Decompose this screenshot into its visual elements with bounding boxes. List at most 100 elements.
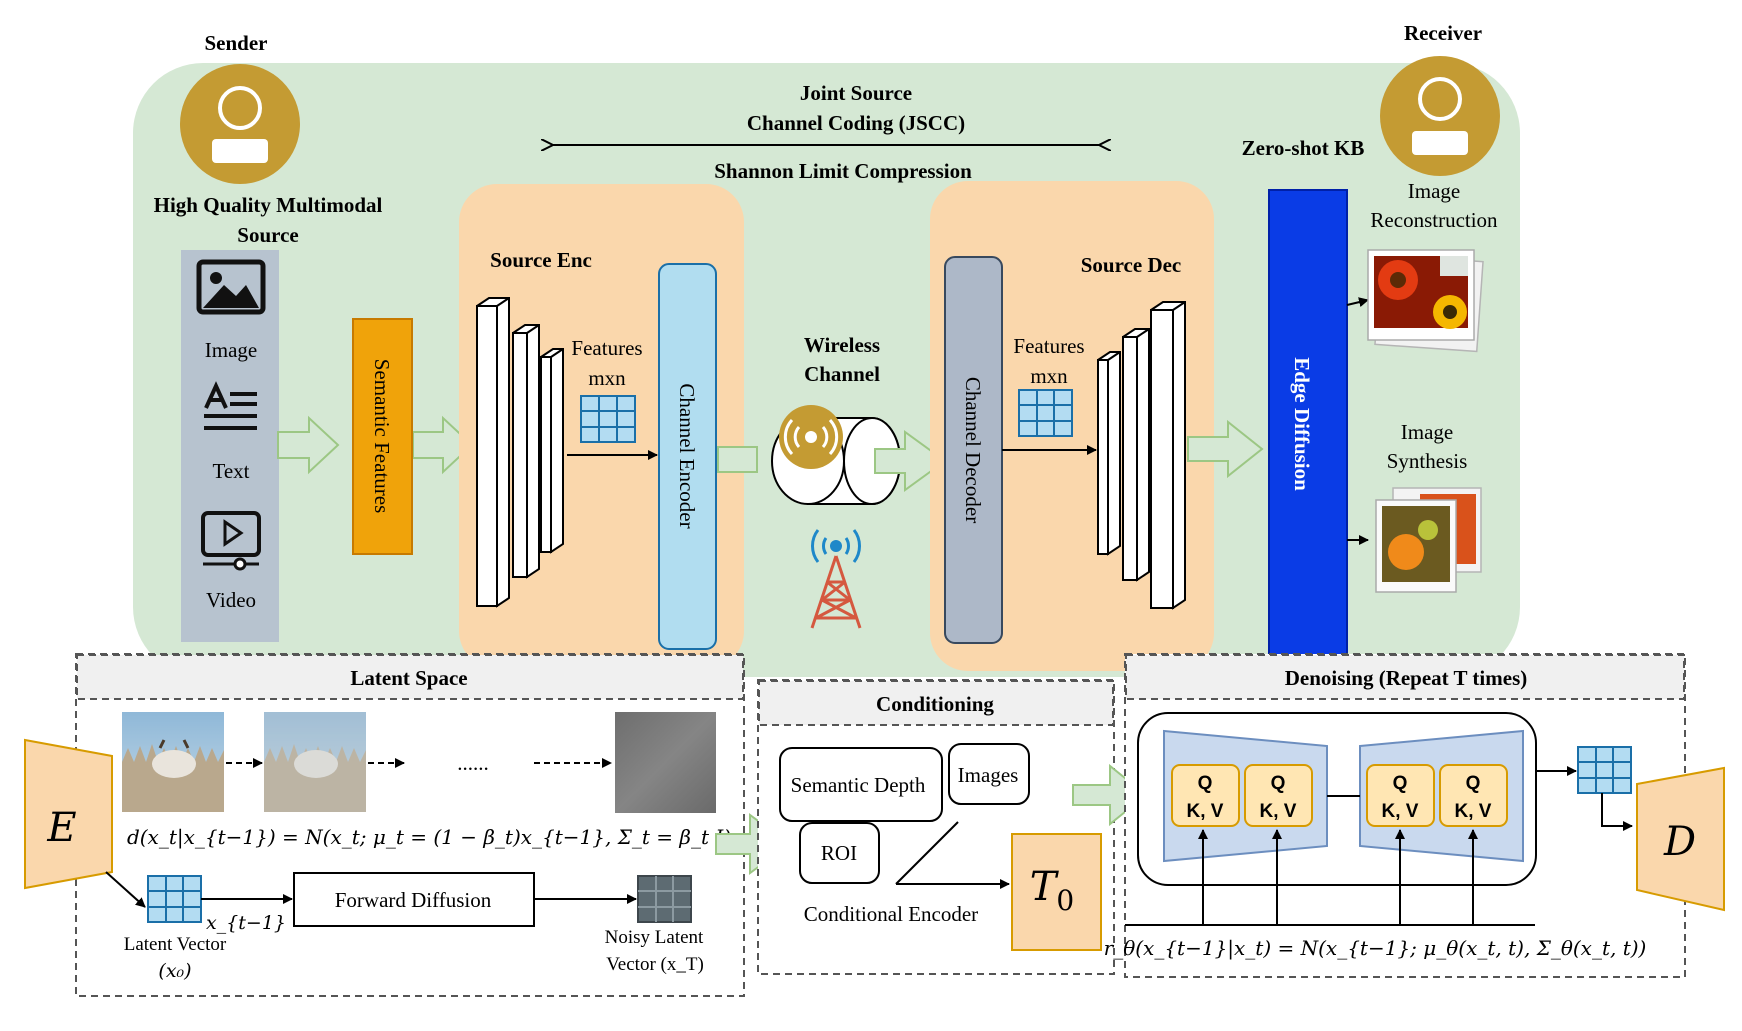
latent-vector-symbol: (x₀)	[158, 960, 191, 982]
arrow-encoder-to-channel	[717, 446, 758, 473]
attention-block-1: Q K, V	[1171, 764, 1240, 827]
source-enc-title: Source Enc	[490, 248, 592, 272]
video-label: Video	[206, 588, 256, 612]
latent-vector-grid	[147, 875, 202, 923]
semantic-depth-box	[779, 747, 943, 822]
latent-image-pure-noise	[615, 712, 716, 813]
conditioning-connector	[895, 821, 959, 885]
arrow-e-to-latent	[105, 871, 146, 908]
latent-image-slightly-noisy	[264, 712, 366, 812]
attention-block-4: Q K, V	[1439, 764, 1508, 827]
modalities-panel	[181, 250, 279, 642]
roi-box	[799, 822, 880, 884]
source-dec-title: Source Dec	[1081, 253, 1182, 277]
semantic-features-block	[352, 318, 413, 555]
t0-label: T0	[1030, 864, 1075, 917]
latent-image-clean	[122, 712, 224, 812]
denoised-latent-grid	[1577, 746, 1632, 794]
noisy-latent-label: Noisy Latent	[605, 927, 704, 948]
denoising-header	[1125, 654, 1685, 700]
arrow-decoder-to-edge	[1187, 419, 1264, 479]
attention-kv-1: K, V	[1187, 801, 1224, 822]
t0-subscript: 0	[1056, 884, 1074, 917]
conditioning-feed-lines	[1125, 829, 1535, 926]
synthesis-image-icon	[1375, 487, 1482, 593]
synth-label-line1: Image	[1401, 420, 1453, 444]
t0-block	[1011, 833, 1102, 951]
receiver-person-icon	[1380, 56, 1500, 176]
latent-vector-label: Latent Vector	[124, 934, 227, 955]
recon-label-line2: Reconstruction	[1370, 208, 1498, 232]
source-title-line1: High Quality Multimodal	[154, 193, 383, 217]
source-title-line2: Source	[237, 223, 298, 247]
reverse-equation: r_θ(x_{t−1}|x_t) = N(x_{t−1}; μ_θ(x_t, t…	[1104, 936, 1647, 961]
latent-ellipsis: ......	[457, 751, 489, 775]
attention-q-3: Q	[1393, 773, 1408, 794]
image-label: Image	[205, 338, 257, 362]
edge-diffusion-label: Edge Diffusion	[1290, 357, 1314, 491]
decoder-d-block	[1636, 766, 1725, 912]
jscc-line1: Joint Source	[800, 81, 912, 105]
images-box	[948, 743, 1030, 805]
attention-block-3: Q K, V	[1366, 764, 1435, 827]
semantic-features-label: Semantic Features	[370, 359, 394, 514]
encoder-layers	[475, 297, 564, 608]
zero-shot-kb-label: Zero-shot KB	[1242, 136, 1365, 160]
attention-block-2: Q K, V	[1244, 764, 1313, 827]
latent-space-title: Latent Space	[350, 666, 467, 690]
dec-features-size: mxn	[1030, 364, 1068, 388]
roi-label: ROI	[821, 841, 857, 865]
wireless-signal-icon	[779, 405, 843, 469]
decoder-d-label: D	[1663, 819, 1696, 865]
sender-title: Sender	[205, 31, 268, 55]
encoder-e-label: E	[46, 805, 76, 851]
noisy-latent-grid	[637, 875, 692, 923]
semantic-depth-label: Semantic Depth	[791, 773, 926, 797]
t0-letter: T	[1030, 864, 1060, 910]
video-icon	[201, 511, 261, 571]
attention-kv-2: K, V	[1260, 801, 1297, 822]
wireless-label-line1: Wireless	[804, 333, 880, 357]
arrow-channel-to-decoder	[874, 430, 947, 492]
x-prev-label: x_{t−1}	[206, 912, 286, 934]
cell-tower-icon	[810, 529, 862, 629]
attention-q-2: Q	[1271, 773, 1286, 794]
denoising-title: Denoising (Repeat T times)	[1285, 666, 1527, 690]
forward-diffusion-label: Forward Diffusion	[335, 888, 492, 912]
channel-encoder-block	[658, 263, 717, 650]
text-icon	[204, 381, 257, 430]
jscc-line2: Channel Coding (JSCC)	[747, 111, 965, 135]
forward-equation: d(x_t|x_{t−1}) = N(x_t; μ_t = (1 − β_t)x…	[127, 825, 731, 850]
receiver-title: Receiver	[1404, 21, 1482, 45]
recon-label-line1: Image	[1408, 179, 1460, 203]
sender-person-icon	[180, 64, 300, 184]
attention-kv-4: K, V	[1455, 801, 1492, 822]
shannon-limit-label: Shannon Limit Compression	[714, 159, 972, 183]
attention-q-1: Q	[1198, 773, 1213, 794]
arrow-to-reconstruction	[1346, 297, 1369, 307]
arrow-modalities-to-semantic	[277, 415, 340, 475]
dec-feature-grid	[1018, 389, 1073, 437]
text-label: Text	[212, 459, 249, 483]
arrow-semantic-to-encoder	[412, 415, 474, 475]
attention-q-4: Q	[1466, 773, 1481, 794]
arrow-grid-to-decoder	[1601, 793, 1633, 831]
reconstruction-image-icon	[1367, 249, 1484, 353]
synth-label-line2: Synthesis	[1387, 449, 1468, 473]
channel-encoder-label: Channel Encoder	[675, 383, 699, 528]
encoder-e-block	[24, 738, 113, 890]
image-icon	[196, 259, 266, 315]
enc-features-size: mxn	[588, 366, 626, 390]
forward-diffusion-block	[293, 872, 535, 927]
dec-features-label: Features	[1013, 334, 1084, 358]
images-label: Images	[958, 763, 1019, 787]
channel-decoder-label: Channel Decoder	[961, 377, 985, 523]
conditioning-header	[758, 680, 1114, 726]
conditional-encoder-label: Conditional Encoder	[804, 902, 978, 926]
enc-features-label: Features	[571, 336, 642, 360]
attention-kv-3: K, V	[1382, 801, 1419, 822]
enc-feature-grid	[580, 395, 636, 443]
latent-space-header	[76, 654, 744, 700]
wireless-label-line2: Channel	[804, 362, 880, 386]
